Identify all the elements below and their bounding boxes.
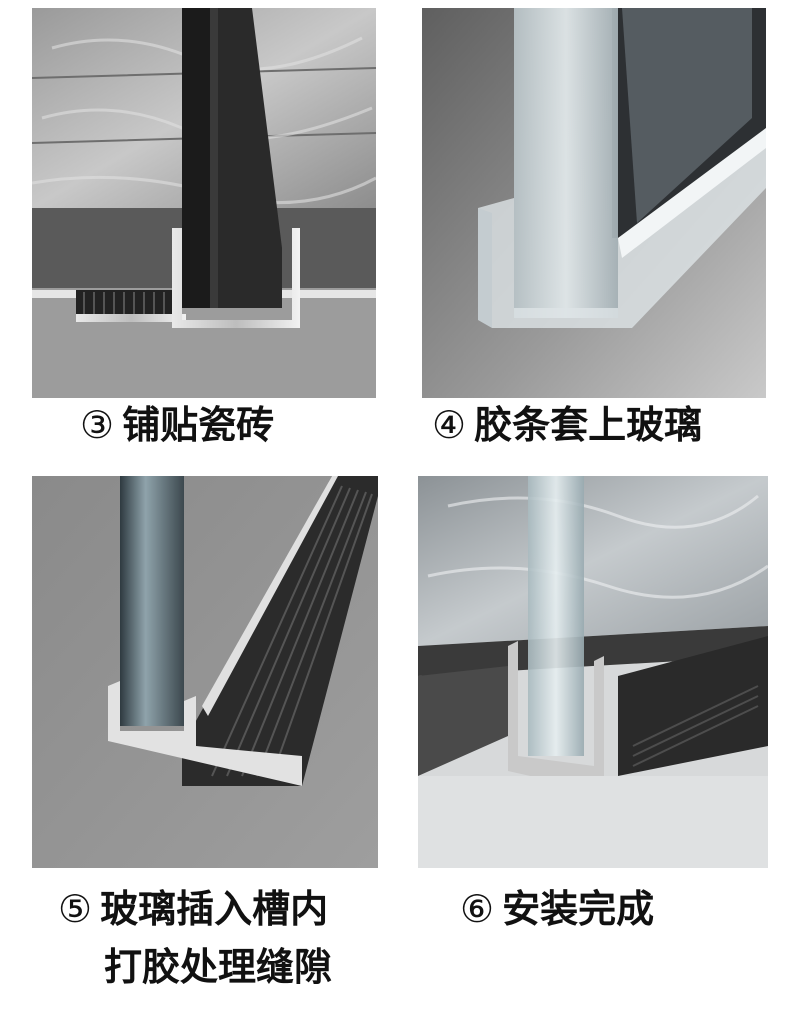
step-5-photo [32, 476, 378, 868]
step-4-label: 胶条套上玻璃 [474, 403, 703, 447]
step-3-label: 铺贴瓷砖 [122, 403, 275, 447]
step-6-photo [418, 476, 768, 868]
step-5-label: 玻璃插入槽内 [100, 887, 329, 931]
step-4-photo [422, 8, 766, 398]
step-3-photo [32, 8, 376, 398]
step-6-label: 安装完成 [502, 887, 655, 931]
step-5-label-line2: 打胶处理缝隙 [104, 945, 333, 989]
step-5-number: ⑤ [58, 887, 93, 931]
step-6-number: ⑥ [460, 887, 495, 931]
step-5-caption-line2: 打胶处理缝隙 [104, 948, 332, 986]
step-4-number: ④ [432, 403, 467, 447]
step-3-number: ③ [80, 403, 115, 447]
